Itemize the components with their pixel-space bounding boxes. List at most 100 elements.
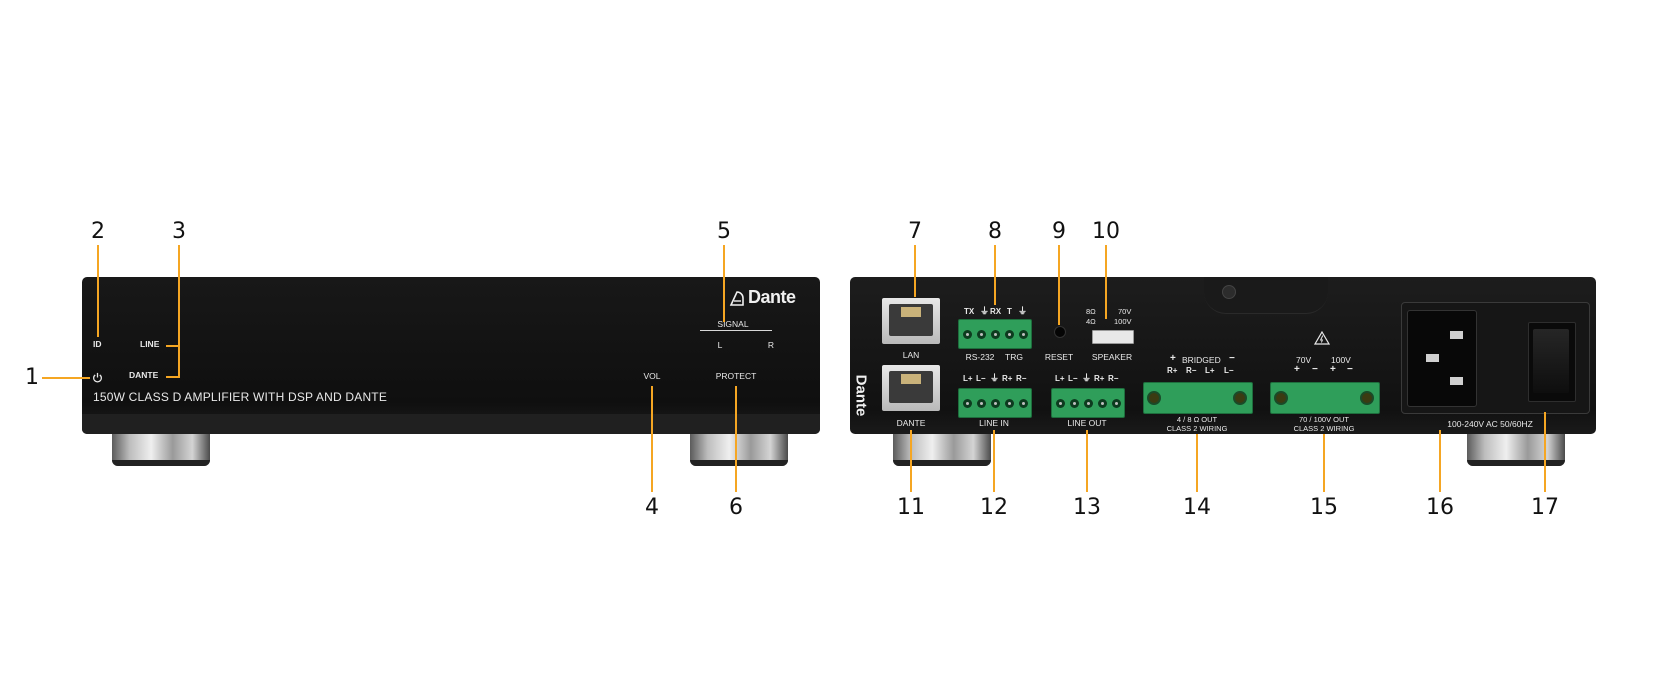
rs232-screw: [991, 330, 1000, 339]
bridged-pin: L−: [1224, 366, 1234, 375]
front-panel-bottom-strip: [82, 414, 820, 434]
power-switch-rocker: [1533, 329, 1569, 393]
line-out-label: LINE OUT: [1067, 418, 1107, 428]
callout-5: 5: [717, 219, 731, 244]
leader-line-12: [993, 430, 995, 492]
leader-line-13: [1086, 430, 1088, 492]
callout-13: 13: [1073, 495, 1101, 520]
line-label: LINE: [140, 339, 160, 349]
leader-line-9: [1058, 245, 1060, 325]
ac-pin: [1426, 354, 1439, 362]
bridged-pin: L+: [1205, 366, 1215, 375]
line-out-screw: [1084, 399, 1093, 408]
dante-port-label: DANTE: [896, 418, 926, 428]
dante-logo-rear-text: Dante: [852, 374, 870, 417]
callout-17: 17: [1531, 495, 1559, 520]
callout-15: 15: [1310, 495, 1338, 520]
rs232-pin-1: ⏚: [980, 306, 990, 316]
bridged-minus: −: [1229, 353, 1235, 364]
ac-pin: [1450, 377, 1463, 385]
line-in-screw: [977, 399, 986, 408]
leader-line-5: [723, 245, 725, 322]
leader-line-15: [1323, 434, 1325, 492]
hv-70-label: 70V: [1296, 355, 1312, 365]
callout-6: 6: [729, 495, 743, 520]
rs232-pin-4: ⏚: [1018, 306, 1028, 316]
terminal-mount-screw: [1360, 391, 1374, 405]
line-in-screw: [991, 399, 1000, 408]
hv-100-label: 100V: [1331, 355, 1351, 365]
leader-line-10: [1105, 245, 1107, 319]
id-label: ID: [93, 339, 102, 349]
line-out-pin: R−: [1108, 374, 1119, 383]
out-48-line2: CLASS 2 WIRING: [1166, 424, 1228, 433]
ac-label: 100-240V AC 50/60HZ: [1447, 419, 1533, 429]
callout-4: 4: [645, 495, 659, 520]
hv-pin: −: [1312, 364, 1318, 375]
dante-indicator-label: DANTE: [129, 370, 159, 380]
speaker-label: SPEAKER: [1091, 352, 1133, 362]
leader-line-3: [166, 345, 180, 347]
reset-label: RESET: [1044, 352, 1074, 362]
lan-port[interactable]: [882, 298, 940, 344]
high-voltage-warning-icon: [1313, 330, 1331, 350]
dante-logo-front: Dante: [729, 287, 796, 308]
reset-button[interactable]: [1054, 326, 1066, 338]
protect-label: PROTECT: [715, 371, 757, 381]
callout-14: 14: [1183, 495, 1211, 520]
front-panel: [82, 277, 820, 434]
speaker-opt-70v: 70V: [1118, 307, 1132, 316]
line-in-pin: R−: [1016, 374, 1027, 383]
leader-line-7: [914, 245, 916, 297]
leader-line-11: [910, 430, 912, 492]
leader-line-2: [97, 245, 99, 337]
callout-8: 8: [988, 219, 1002, 244]
rs232-pin-0: TX: [964, 307, 975, 316]
leader-line-14: [1196, 434, 1198, 492]
bridged-pin: R+: [1167, 366, 1178, 375]
callout-10: 10: [1092, 219, 1120, 244]
rs232-screw: [1005, 330, 1014, 339]
leader-line-3: [166, 376, 180, 378]
line-in-pin: R+: [1002, 374, 1013, 383]
rear-foot-left: [893, 432, 991, 466]
line-out-pin: L−: [1068, 374, 1078, 383]
leader-line-16: [1439, 430, 1441, 492]
line-out-pin: L+: [1055, 374, 1065, 383]
line-out-screw: [1056, 399, 1065, 408]
rs232-label: RS-232: [965, 352, 995, 362]
bridged-label: BRIDGED: [1182, 355, 1221, 365]
rear-foot-right: [1467, 432, 1565, 466]
hv-pin: −: [1347, 364, 1353, 375]
speaker-switch[interactable]: [1092, 330, 1134, 344]
callout-3: 3: [172, 219, 186, 244]
terminal-mount-screw: [1233, 391, 1247, 405]
out-hv-line2: CLASS 2 WIRING: [1293, 424, 1355, 433]
line-out-screw: [1098, 399, 1107, 408]
signal-l-label: L: [717, 340, 723, 350]
bridged-plus: +: [1170, 353, 1176, 364]
terminal-mount-screw: [1274, 391, 1288, 405]
dante-logo-icon: [729, 290, 744, 306]
line-in-pin: L−: [976, 374, 986, 383]
ac-inlet[interactable]: [1407, 310, 1477, 407]
power-switch[interactable]: [1528, 322, 1576, 402]
dante-port[interactable]: [882, 365, 940, 411]
line-in-pin: L+: [963, 374, 973, 383]
line-out-pin: ⏚: [1082, 373, 1092, 383]
signal-r-label: R: [767, 340, 775, 350]
rs232-pin-2: RX: [990, 307, 1002, 316]
rs232-screw: [963, 330, 972, 339]
out-hv-line1: 70 / 100V OUT: [1298, 415, 1350, 424]
lan-label: LAN: [902, 350, 920, 360]
rs232-screw: [1019, 330, 1028, 339]
leader-line-3: [178, 245, 180, 377]
hv-pin: +: [1330, 364, 1336, 375]
callout-7: 7: [908, 219, 922, 244]
terminal-mount-screw: [1147, 391, 1161, 405]
rs232-screw: [977, 330, 986, 339]
speaker-opt-8ohm: 8Ω: [1086, 307, 1096, 316]
callout-1: 1: [25, 365, 39, 390]
dante-logo-text: Dante: [748, 287, 796, 307]
front-foot-right: [690, 432, 788, 466]
